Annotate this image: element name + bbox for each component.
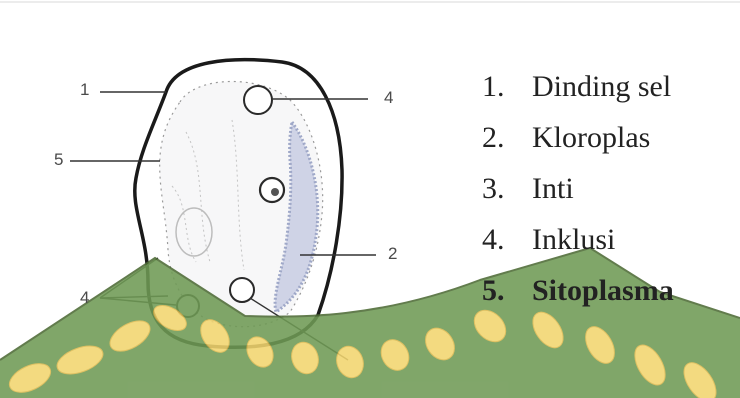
legend-label: Kloroplas [532, 121, 650, 154]
callout-4-bottom: 4 [80, 288, 89, 308]
callout-1: 1 [80, 80, 89, 100]
legend-item: 3.Inti [482, 172, 674, 223]
legend-item: 5.Sitoplasma [482, 274, 674, 325]
legend-number: 1. [482, 70, 532, 104]
legend-label: Inti [532, 172, 574, 205]
legend-number: 4. [482, 223, 532, 257]
callout-2: 2 [388, 244, 397, 264]
callout-5: 5 [54, 150, 63, 170]
legend-number: 5. [482, 274, 532, 308]
callout-4-top: 4 [384, 88, 393, 108]
legend-label: Dinding sel [532, 70, 671, 103]
legend-item: 2.Kloroplas [482, 121, 674, 172]
legend-number: 3. [482, 172, 532, 206]
legend-item: 1.Dinding sel [482, 70, 674, 121]
legend: 1.Dinding sel 2.Kloroplas 3.Inti 4.Inklu… [482, 70, 674, 325]
legend-item: 4.Inklusi [482, 223, 674, 274]
inclusion-top [244, 86, 272, 114]
legend-number: 2. [482, 121, 532, 155]
nucleolus [271, 188, 279, 196]
legend-label: Sitoplasma [532, 274, 674, 307]
legend-label: Inklusi [532, 223, 615, 256]
